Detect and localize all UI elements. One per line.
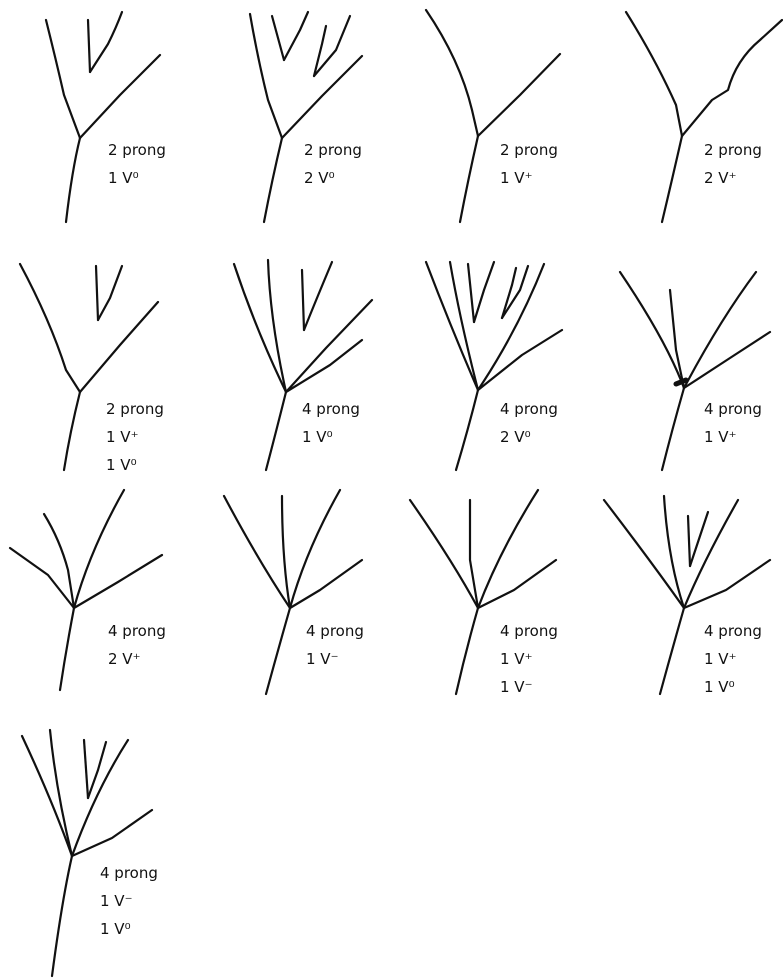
label-line: 1 V⁻ (306, 650, 339, 668)
topology-diagram-10 (224, 490, 362, 694)
label-line: 1 V⁺ (704, 650, 737, 668)
label-4: 2 prong 2 V⁺ (704, 141, 762, 187)
label-line: 2 prong (500, 141, 558, 159)
label-8: 4 prong 1 V⁺ (704, 400, 762, 446)
label-line: 2 V⁺ (704, 169, 737, 187)
topology-diagram-12 (604, 496, 770, 694)
label-line: 2 prong (108, 141, 166, 159)
topology-diagram-8 (620, 272, 770, 470)
label-line: 4 prong (704, 400, 762, 418)
label-1: 2 prong 1 V⁰ (108, 141, 166, 187)
label-2: 2 prong 2 V⁰ (304, 141, 362, 187)
label-line: 1 V⁺ (500, 169, 533, 187)
topology-diagram-2 (250, 12, 362, 222)
topology-diagram-1 (46, 12, 160, 222)
label-line: 1 V⁰ (106, 456, 137, 474)
label-6: 4 prong 1 V⁰ (302, 400, 360, 446)
topology-diagram-13 (22, 730, 152, 976)
topology-diagram-3 (426, 10, 560, 222)
label-line: 2 prong (704, 141, 762, 159)
label-10: 4 prong 1 V⁻ (306, 622, 364, 668)
label-line: 1 V⁰ (302, 428, 333, 446)
label-9: 4 prong 2 V⁺ (108, 622, 166, 668)
label-line: 1 V⁺ (106, 428, 139, 446)
label-12: 4 prong 1 V⁺ 1 V⁰ (704, 622, 762, 696)
label-line: 1 V⁻ (500, 678, 533, 696)
label-line: 4 prong (108, 622, 166, 640)
label-line: 1 V⁺ (704, 428, 737, 446)
label-11: 4 prong 1 V⁺ 1 V⁻ (500, 622, 558, 696)
label-line: 2 V⁰ (304, 169, 335, 187)
label-line: 2 V⁰ (500, 428, 531, 446)
label-line: 1 V⁰ (108, 169, 139, 187)
label-line: 1 V⁰ (704, 678, 735, 696)
label-line: 1 V⁰ (100, 920, 131, 938)
label-line: 2 V⁺ (108, 650, 141, 668)
label-line: 4 prong (306, 622, 364, 640)
label-5: 2 prong 1 V⁺ 1 V⁰ (106, 400, 164, 474)
label-line: 1 V⁻ (100, 892, 133, 910)
label-line: 4 prong (500, 400, 558, 418)
label-line: 4 prong (704, 622, 762, 640)
topology-diagram-7 (426, 262, 562, 470)
topology-diagram-11 (410, 490, 556, 694)
label-line: 4 prong (500, 622, 558, 640)
label-line: 2 prong (106, 400, 164, 418)
topology-diagram-4 (626, 12, 782, 222)
label-3: 2 prong 1 V⁺ (500, 141, 558, 187)
label-13: 4 prong 1 V⁻ 1 V⁰ (100, 864, 158, 938)
label-line: 1 V⁺ (500, 650, 533, 668)
label-7: 4 prong 2 V⁰ (500, 400, 558, 446)
label-line: 4 prong (100, 864, 158, 882)
label-line: 2 prong (304, 141, 362, 159)
label-line: 4 prong (302, 400, 360, 418)
